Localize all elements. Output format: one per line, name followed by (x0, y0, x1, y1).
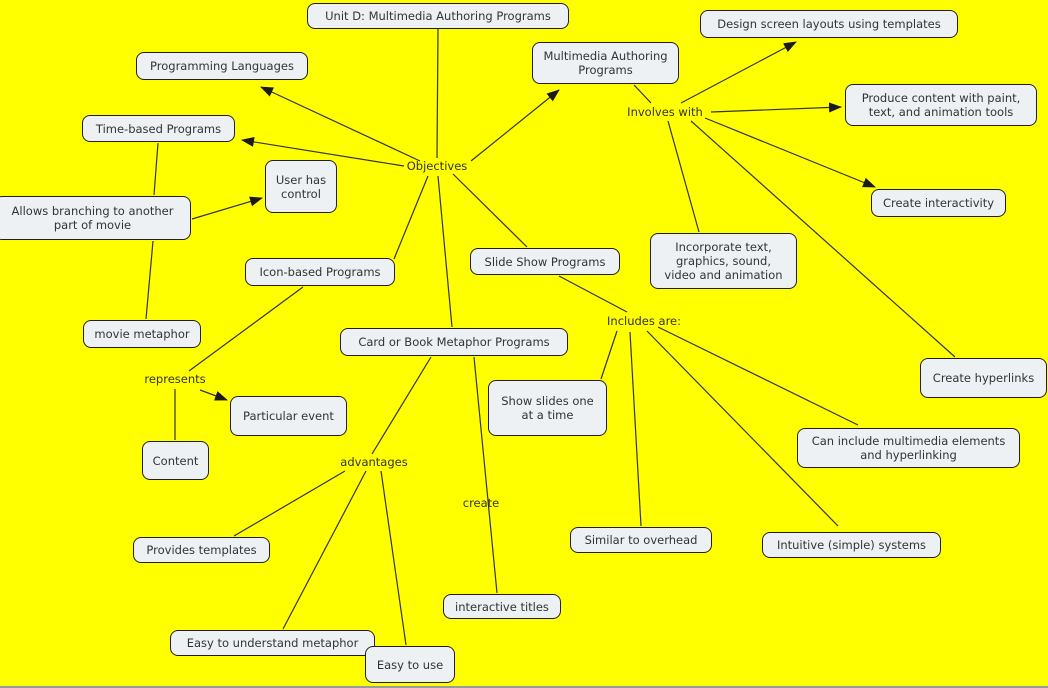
concept-node-show-slides[interactable]: Show slides one at a time (488, 380, 607, 436)
edge-objectives-multimedia-authoring (470, 89, 560, 162)
edge-icon-based-programs-represents (188, 286, 304, 372)
edge-objectives-card-book (437, 175, 453, 328)
edge-advantages-easy-metaphor (282, 470, 367, 630)
concept-node-easy-use[interactable]: Easy to use (365, 646, 455, 683)
concept-node-provides-templates[interactable]: Provides templates (133, 537, 270, 563)
edge-involves-with-design-screen (680, 41, 797, 104)
edge-represents-particular-event (199, 389, 228, 401)
edge-slide-show-includes-are (558, 275, 628, 313)
edge-involves-with-create-interactivity (704, 117, 876, 188)
window-bottom-edge (0, 686, 1048, 688)
concept-node-card-book[interactable]: Card or Book Metaphor Programs (340, 328, 568, 356)
edge-allows-branching-movie-metaphor (145, 240, 154, 320)
concept-node-movie-metaphor[interactable]: movie metaphor (83, 320, 201, 348)
concept-node-easy-metaphor[interactable]: Easy to understand metaphor (170, 630, 375, 656)
concept-node-slide-show[interactable]: Slide Show Programs (470, 248, 620, 275)
concept-node-similar-overhead[interactable]: Similar to overhead (570, 527, 712, 553)
concept-node-interactive-titles[interactable]: interactive titles (443, 594, 561, 619)
linking-phrase-advantages[interactable]: advantages (340, 455, 408, 469)
edge-includes-are-show-slides (600, 330, 618, 380)
edge-objectives-slide-show (452, 173, 528, 248)
concept-node-icon-based-programs[interactable]: Icon-based Programs (245, 258, 395, 286)
edge-includes-are-similar-overhead (629, 331, 642, 527)
linking-phrase-involves-with[interactable]: Involves with (627, 105, 703, 119)
edge-unit-d-objectives (436, 28, 439, 159)
concept-node-user-has-control[interactable]: User has control (265, 160, 337, 213)
concept-node-unit-d[interactable]: Unit D: Multimedia Authoring Programs (307, 3, 569, 29)
edge-involves-with-incorporate (667, 120, 700, 233)
concept-node-create-hyperlinks[interactable]: Create hyperlinks (920, 358, 1047, 398)
edge-advantages-easy-use (380, 470, 407, 646)
edge-objectives-icon-based-programs (393, 175, 429, 260)
edge-involves-with-produce-content (710, 102, 842, 113)
concept-node-time-based-programs[interactable]: Time-based Programs (82, 115, 235, 142)
concept-node-incorporate[interactable]: Incorporate text, graphics, sound, video… (650, 233, 797, 289)
concept-node-intuitive-systems[interactable]: Intuitive (simple) systems (762, 532, 941, 558)
edge-time-based-programs-allows-branching (153, 142, 159, 196)
edge-advantages-provides-templates (233, 470, 346, 537)
concept-node-particular-event[interactable]: Particular event (230, 396, 347, 436)
concept-node-allows-branching[interactable]: Allows branching to another part of movi… (0, 196, 191, 240)
concept-node-can-include[interactable]: Can include multimedia elements and hype… (797, 428, 1020, 468)
linking-phrase-represents[interactable]: represents (144, 372, 206, 386)
concept-node-create-interactivity[interactable]: Create interactivity (871, 189, 1006, 217)
edge-includes-are-can-include (657, 326, 859, 426)
edge-card-book-advantages (371, 356, 432, 455)
linking-phrase-create[interactable]: create (462, 496, 500, 510)
concept-node-content[interactable]: Content (142, 441, 209, 480)
linking-phrase-objectives[interactable]: Objectives (406, 159, 468, 173)
edge-objectives-programming-languages (260, 86, 421, 162)
concept-node-produce-content[interactable]: Produce content with paint, text, and an… (845, 84, 1037, 126)
concept-node-multimedia-authoring[interactable]: Multimedia Authoring Programs (532, 42, 679, 84)
concept-node-programming-languages[interactable]: Programming Languages (136, 52, 308, 80)
edge-multimedia-authoring-involves-with (633, 84, 652, 104)
concept-node-design-screen[interactable]: Design screen layouts using templates (700, 10, 958, 38)
edge-allows-branching-user-has-control (191, 196, 263, 220)
linking-phrase-includes-are[interactable]: Includes are: (607, 314, 681, 328)
